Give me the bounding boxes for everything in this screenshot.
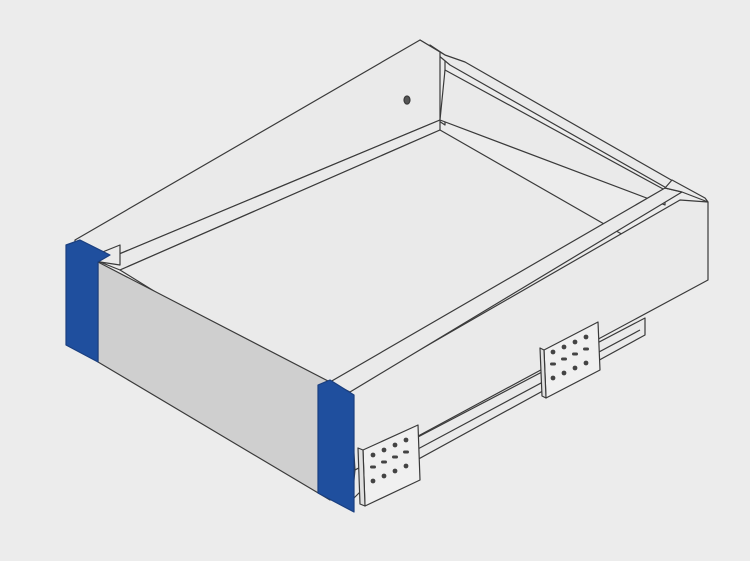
bracket-hole: [583, 347, 589, 351]
bracket-hole: [550, 362, 556, 366]
bracket-hole: [403, 437, 409, 443]
bracket-hole: [381, 447, 387, 453]
bracket-hole: [572, 339, 578, 345]
bracket-hole: [392, 442, 398, 448]
bracket-hole: [392, 455, 398, 459]
bracket-hole: [572, 352, 578, 356]
bracket-hole: [370, 478, 376, 484]
bracket-hole: [561, 344, 567, 350]
bracket-hole: [403, 450, 409, 454]
bracket-hole: [381, 473, 387, 479]
bracket-hole: [550, 375, 556, 381]
mounting-bracket-front: [357, 424, 421, 507]
bracket-hole: [370, 465, 376, 469]
bracket-hole: [583, 334, 589, 340]
bracket-hole: [381, 460, 387, 464]
back-right-post: [664, 179, 709, 203]
bracket-hole: [403, 463, 409, 469]
bracket-hole: [572, 365, 578, 371]
bracket-hole: [392, 468, 398, 474]
bracket-holes: [370, 334, 589, 484]
front-panel-end-right: [317, 379, 355, 513]
bracket-hole: [370, 452, 376, 458]
screw-hole: [403, 95, 411, 105]
mounting-bracket-rear: [539, 321, 601, 399]
bracket-hole: [561, 370, 567, 376]
bracket-hole: [550, 349, 556, 355]
front-panel-end-left: [65, 239, 111, 363]
bracket-hole: [583, 360, 589, 366]
bracket-hole: [561, 357, 567, 361]
